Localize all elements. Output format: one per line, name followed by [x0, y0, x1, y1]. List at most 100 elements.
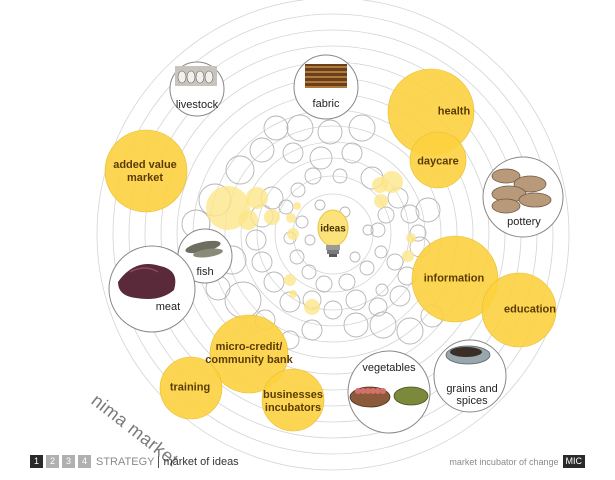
idea-circle-9	[332, 168, 348, 184]
fish-photo	[177, 228, 233, 284]
idea-circle-16	[315, 275, 333, 293]
idea-circle-29	[345, 289, 367, 311]
idea-dot-15	[206, 186, 250, 230]
idea-circle-23	[400, 204, 420, 224]
goods-label-vegetables[interactable]: vegetables	[362, 362, 416, 374]
idea-circle-11	[278, 199, 294, 215]
step-3-button[interactable]: 3	[62, 455, 75, 468]
footer-org: market incubator of change MIC	[449, 455, 585, 468]
step-1-button[interactable]: 1	[30, 455, 43, 468]
tomato-shape	[365, 388, 371, 394]
sector-bubble-1	[104, 129, 188, 213]
idea-circle-2	[317, 119, 343, 145]
idea-circle-21	[377, 206, 395, 224]
grains-photo	[433, 339, 507, 413]
idea-circle-55	[304, 234, 316, 246]
lightbulb-icon	[317, 209, 349, 257]
idea-circle-27	[389, 285, 411, 307]
goods-label-fish[interactable]: fish	[196, 266, 214, 278]
idea-dot-8	[286, 213, 296, 223]
sector-label-health[interactable]: health	[437, 105, 471, 118]
sector-label-daycare[interactable]: daycare	[417, 155, 459, 168]
tomato-shape	[380, 388, 386, 394]
meat-detail	[129, 267, 159, 273]
idea-circle-10	[290, 182, 306, 198]
livestock-photo	[169, 61, 225, 117]
fish-shape	[193, 248, 223, 258]
sector-bubble-6	[209, 314, 289, 394]
idea-circle-18	[359, 260, 375, 276]
idea-circle-15	[301, 264, 317, 280]
center-label: ideas	[320, 223, 346, 235]
goods-label-livestock[interactable]: livestock	[175, 99, 219, 111]
sector-label-micro-credit[interactable]: micro-credit/community bank	[205, 341, 293, 366]
org-name: market incubator of change	[449, 456, 559, 467]
idea-dot-7	[264, 209, 280, 225]
idea-dot-10	[284, 274, 296, 286]
idea-circle-4	[282, 142, 304, 164]
idea-circle-19	[374, 245, 388, 259]
idea-circle-24	[409, 224, 427, 242]
idea-dot-3	[374, 194, 388, 208]
idea-dot-4	[402, 250, 414, 262]
page-name: market of ideas	[163, 455, 239, 468]
goods-label-meat[interactable]: meat	[155, 301, 181, 313]
chicken-shape	[186, 70, 196, 84]
sector-label-education[interactable]: education	[504, 303, 556, 316]
footer-nav: 1 2 3 4 STRATEGY market of ideas	[30, 455, 239, 468]
goods-label-fabric[interactable]: fabric	[312, 98, 340, 110]
greens-shape	[393, 386, 429, 406]
pot-shape	[491, 168, 521, 184]
section-label: STRATEGY	[96, 455, 155, 468]
idea-circle-8	[304, 167, 322, 185]
chicken-shape	[177, 70, 187, 84]
sector-bubble-8	[261, 368, 325, 432]
idea-circle-43	[415, 197, 441, 223]
idea-circle-52	[362, 224, 374, 236]
fabric-image	[305, 64, 347, 88]
tomato-shape	[370, 388, 376, 394]
meat-image	[118, 264, 176, 299]
tomato-shape	[360, 388, 366, 394]
idea-circle-30	[323, 300, 343, 320]
pottery-photo	[482, 156, 564, 238]
sector-bubbles	[104, 68, 557, 432]
step-2-button[interactable]: 2	[46, 455, 59, 468]
ring-12	[112, 13, 554, 455]
idea-circle-3	[348, 114, 376, 142]
goods-label-pottery[interactable]: pottery	[507, 216, 541, 228]
step-4-button[interactable]: 4	[78, 455, 91, 468]
tomato-shape	[375, 388, 381, 394]
meat-photo	[108, 245, 196, 333]
idea-circle-59	[301, 319, 323, 341]
ring-13	[96, 0, 570, 471]
org-badge: MIC	[562, 455, 585, 468]
idea-circle-34	[251, 251, 273, 273]
idea-circle-33	[263, 271, 285, 293]
goods-circle-6	[347, 350, 431, 434]
idea-dot-9	[287, 228, 299, 240]
idea-circle-5	[309, 146, 333, 170]
footer-divider	[158, 455, 160, 468]
sector-label-information[interactable]: information	[423, 272, 485, 285]
vegetables-photo	[347, 350, 431, 434]
chicken-shape	[204, 70, 214, 84]
sector-bubble-3	[409, 131, 467, 189]
idea-circle-6	[341, 142, 363, 164]
idea-circle-38	[343, 312, 369, 338]
fish-shape	[185, 240, 221, 254]
idea-circle-49	[225, 155, 255, 185]
idea-circle-57	[375, 283, 389, 297]
tomato-shape	[355, 388, 361, 394]
grain-shape	[450, 347, 482, 357]
idea-circle-14	[289, 249, 305, 265]
idea-dot-5	[406, 233, 416, 243]
idea-dot-11	[289, 290, 297, 298]
ring-4	[240, 141, 426, 327]
idea-circle-20	[370, 222, 386, 238]
sector-label-training[interactable]: training	[169, 381, 211, 394]
